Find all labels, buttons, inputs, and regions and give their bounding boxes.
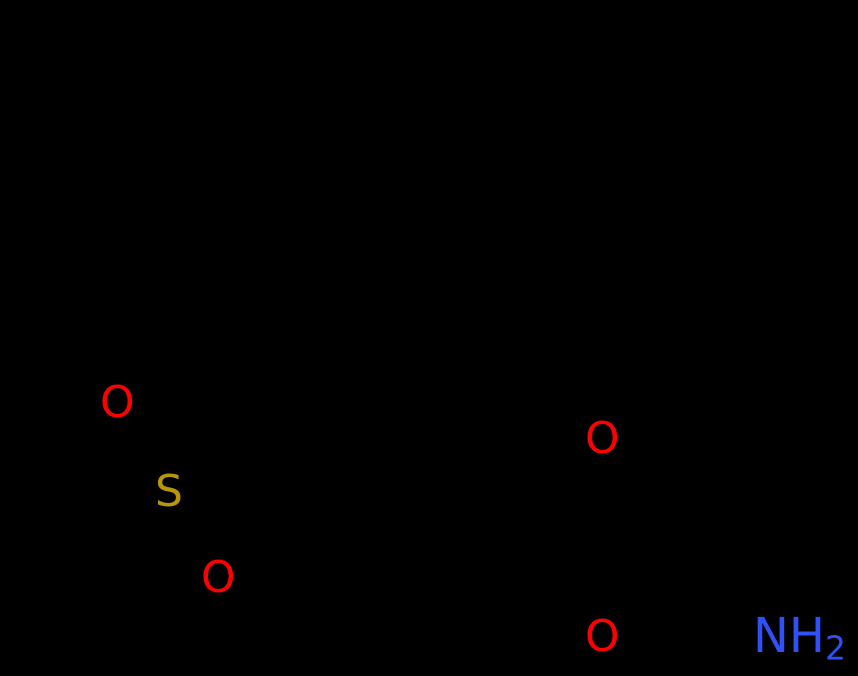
atom-label-oxygen-carbonyl: O xyxy=(585,611,620,662)
atom-label-oxygen-ester-ether: O xyxy=(585,413,620,464)
atom-label-oxygen-sulfonyl-upper: O xyxy=(100,377,135,428)
amine-subscript: 2 xyxy=(825,628,846,668)
atom-label-amine-nh2: NH2 xyxy=(753,608,846,668)
atom-label-oxygen-sulfonyl-lower: O xyxy=(201,552,236,603)
bond-layer xyxy=(122,88,792,623)
atom-label-sulfur: S xyxy=(155,466,183,517)
